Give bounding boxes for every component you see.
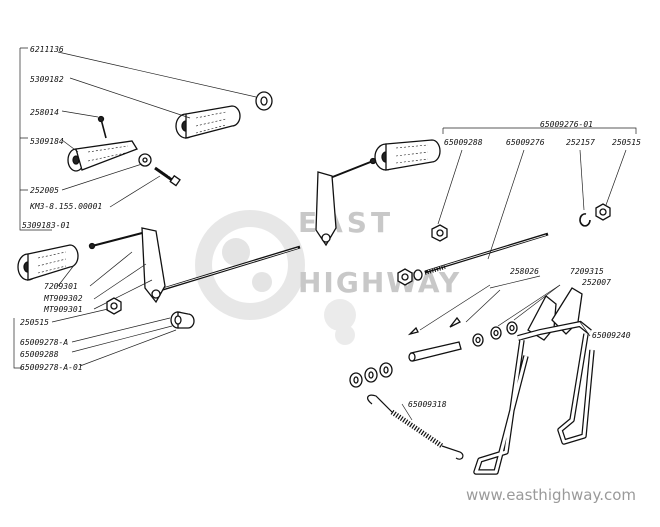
label-65009288: 65009288 [20, 350, 59, 359]
crank-arm-lower-icon [88, 227, 166, 304]
label-mt909301: MT909301 [43, 305, 83, 314]
watermark-title-line1: EAST [298, 206, 394, 239]
label-252157: 252157 [566, 138, 595, 147]
cotter-pin-icon [407, 316, 461, 336]
stand-65009240-icon [473, 287, 595, 475]
label-5309182: 5309182 [30, 75, 64, 84]
washer-7209315-icon [472, 321, 518, 347]
crank-arm-upper-icon [315, 157, 377, 247]
label-65009276-01: 65009276-01 [540, 120, 593, 129]
right-top-group [431, 127, 637, 260]
label-65009240: 65009240 [592, 331, 631, 340]
washer-6211136-icon [255, 91, 273, 111]
circlip-252157-icon [579, 213, 591, 227]
label-258014: 258014 [30, 108, 59, 117]
watermark: EAST HIGHWAY www.easthighway.com [195, 206, 636, 504]
washers-set-icon [349, 362, 393, 388]
washer-252005-icon [138, 153, 152, 167]
grip-5309182-icon [175, 105, 241, 139]
bolt-km3-icon [154, 165, 181, 187]
label-5309184: 5309184 [30, 137, 64, 146]
grip-lower-icon [17, 244, 79, 281]
upper-crank-assembly [315, 139, 441, 247]
label-65009278-a01: 65009278-A-01 [20, 363, 83, 372]
nut-250515-top-icon [595, 203, 611, 221]
nut-250515-icon [106, 297, 122, 315]
bracket-line [19, 48, 52, 231]
label-65009288-top: 65009288 [444, 138, 483, 147]
label-250515-top: 250515 [612, 138, 641, 147]
label-258026: 258026 [510, 267, 539, 276]
label-252005: 252005 [30, 186, 59, 195]
left-upper-group [19, 47, 273, 231]
label-mt909302: MT909302 [43, 294, 83, 303]
screw-258014-icon [97, 115, 107, 139]
label-65009278-a: 65009278-A [20, 338, 68, 347]
grip-upper-icon [374, 139, 441, 171]
nut-65009288-top-icon [431, 224, 448, 242]
label-6211136: 6211136 [30, 45, 64, 54]
label-65009276: 65009276 [506, 138, 545, 147]
shaft-rod-icon [159, 232, 549, 292]
label-65009318: 65009318 [408, 400, 447, 409]
label-250515: 250515 [20, 318, 49, 327]
label-7209301: 7209301 [44, 282, 78, 291]
watermark-url: www.easthighway.com [466, 486, 636, 504]
watermark-logo-icon [195, 210, 356, 345]
nut-rod-middle-icon [397, 268, 423, 286]
bushing-65009288-icon [170, 311, 195, 329]
grip-5309184-icon [67, 140, 138, 172]
stand-assembly [349, 275, 595, 475]
spring-65009318-icon [367, 394, 464, 460]
pin-258026-icon [408, 341, 462, 362]
watermark-title-line2: HIGHWAY [298, 266, 461, 299]
label-5309183-01: 5309183-01 [22, 221, 70, 230]
lower-crank-assembly [17, 227, 195, 329]
label-km3: КМ3-8.155.00001 [29, 202, 102, 211]
label-7209315: 7209315 [570, 267, 604, 276]
label-252007: 252007 [582, 278, 611, 287]
